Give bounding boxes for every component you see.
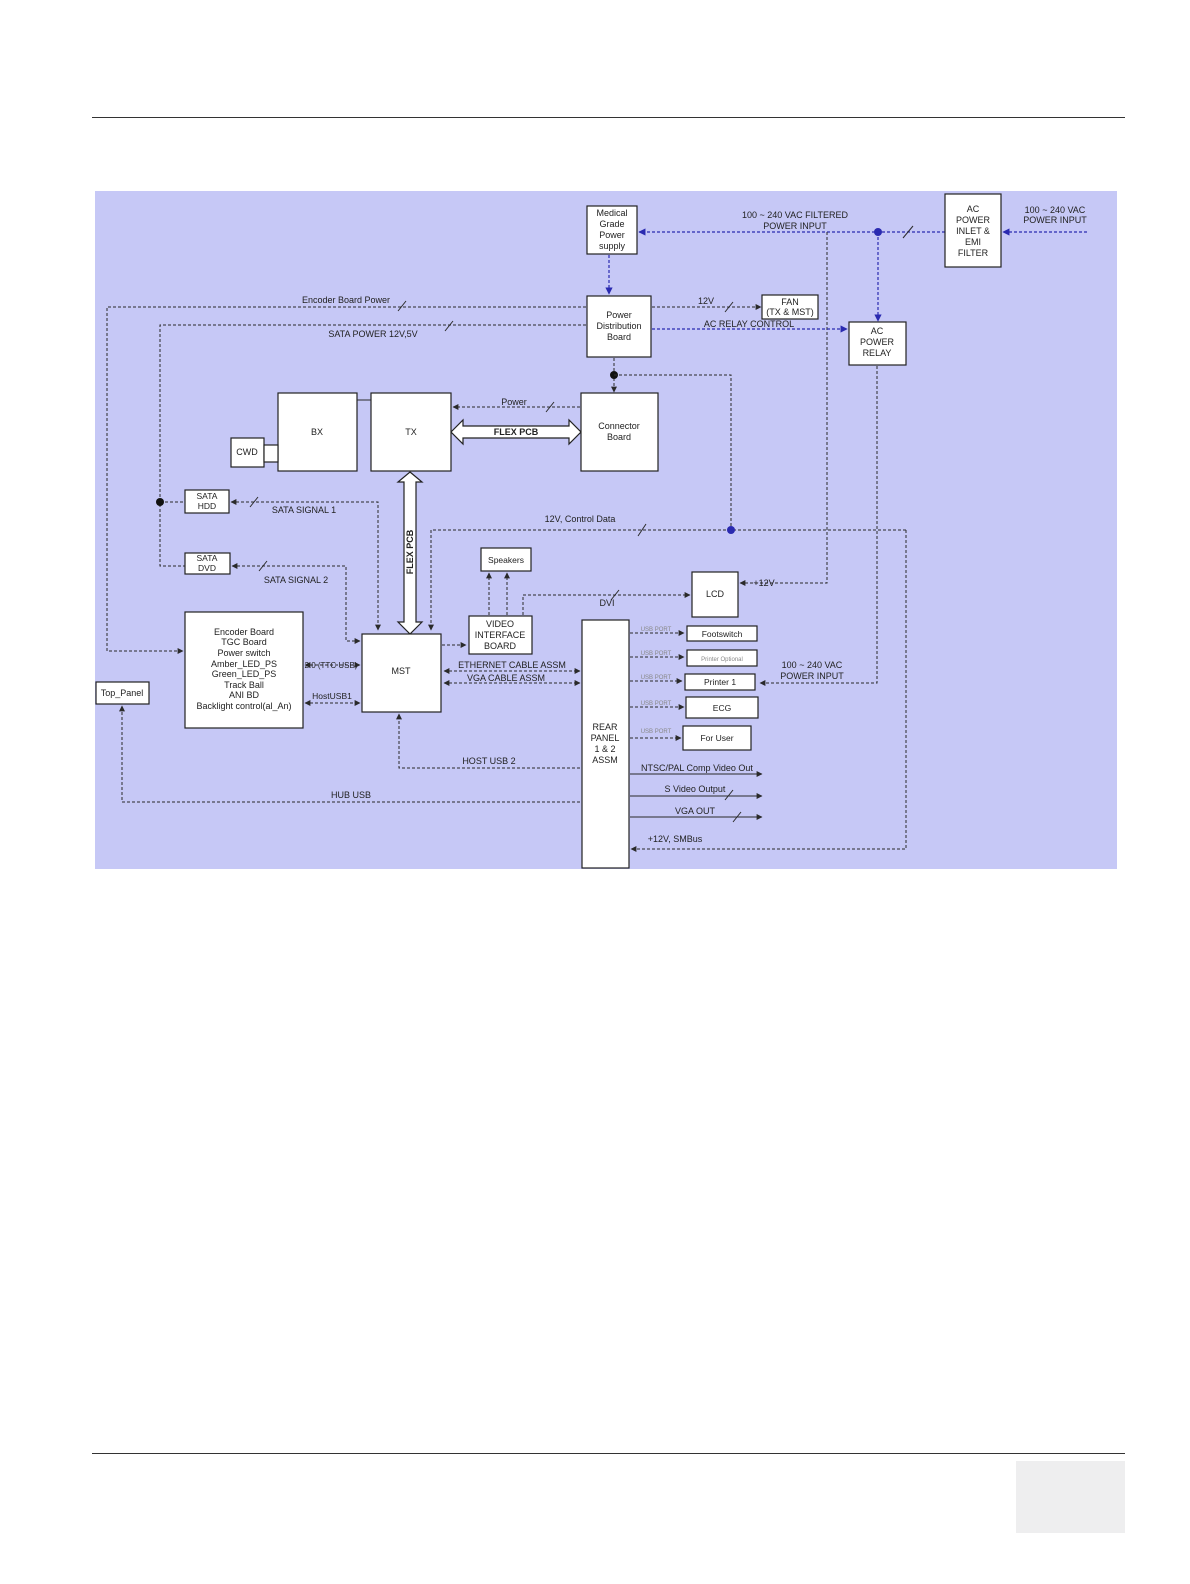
printer1-block: Printer 1 [684, 673, 756, 691]
svg-text:DVI: DVI [599, 598, 614, 608]
svg-text:Top_Panel: Top_Panel [101, 688, 144, 698]
tx-block: TX [370, 392, 452, 472]
svg-text:USB PORT: USB PORT [641, 675, 672, 681]
lcd-block: LCD [691, 571, 739, 618]
footswitch-block: Footswitch [686, 625, 758, 642]
svg-text:Speakers: Speakers [488, 555, 524, 565]
footer-rule [92, 1453, 1125, 1454]
svg-text:HOST USB 2: HOST USB 2 [462, 756, 515, 766]
svg-text:AC RELAY CONTROL: AC RELAY CONTROL [704, 319, 794, 329]
svg-text:VGA OUT: VGA OUT [675, 806, 716, 816]
speakers-block: Speakers [480, 547, 532, 572]
svg-text:Printer 1: Printer 1 [704, 677, 736, 687]
svg-text:S Video Output: S Video Output [665, 784, 726, 794]
svg-text:For User: For User [700, 733, 733, 743]
svg-text:ECG: ECG [713, 703, 731, 713]
svg-text:MST: MST [392, 666, 412, 676]
svg-text:Footswitch: Footswitch [702, 629, 743, 639]
svg-text:Power: Power [501, 397, 527, 407]
svg-text:NTSC/PAL Comp Video Out: NTSC/PAL Comp Video Out [641, 763, 753, 773]
svg-text:FLEX PCB: FLEX PCB [494, 427, 539, 437]
for-user-block: For User [682, 725, 752, 751]
svg-text:USB PORT: USB PORT [641, 651, 672, 657]
svg-text:USB PORT: USB PORT [641, 627, 672, 633]
svg-text:FAN(TX & MST): FAN(TX & MST) [766, 297, 814, 317]
svg-text:+12V, SMBus: +12V, SMBus [648, 834, 703, 844]
svg-text:12V: 12V [698, 296, 714, 306]
printer-optional-block: Printer Optional [686, 649, 758, 667]
page-number-tab [1016, 1461, 1125, 1533]
svg-text:LCD: LCD [706, 589, 725, 599]
svg-text:CWD: CWD [236, 447, 258, 457]
ecg-block: ECG [685, 696, 759, 719]
mst-block: MST [361, 633, 442, 713]
svg-text:FLEX PCB: FLEX PCB [405, 529, 415, 574]
svg-text:12V, Control Data: 12V, Control Data [545, 514, 616, 524]
svg-text:USB PORT: USB PORT [641, 729, 672, 735]
cwd-block: CWD [230, 437, 279, 468]
svg-text:+12V: +12V [753, 578, 774, 588]
svg-text:SATA SIGNAL 1: SATA SIGNAL 1 [272, 505, 336, 515]
svg-text:BX: BX [311, 427, 323, 437]
top-panel-block: Top_Panel [95, 681, 150, 705]
svg-text:SATA POWER 12V,5V: SATA POWER 12V,5V [328, 329, 417, 339]
svg-text:HostUSB1: HostUSB1 [312, 691, 352, 701]
svg-text:TX: TX [405, 427, 417, 437]
svg-text:SATA SIGNAL 2: SATA SIGNAL 2 [264, 575, 328, 585]
bx-block: BX [277, 392, 358, 472]
svg-text:Printer Optional: Printer Optional [701, 657, 743, 663]
svg-text:ETHERNET CABLE ASSM: ETHERNET CABLE ASSM [458, 660, 566, 670]
svg-text:Encoder Board Power: Encoder Board Power [302, 295, 390, 305]
connection-lines [106, 225, 1087, 852]
header-rule [92, 117, 1125, 118]
fan-block: FAN(TX & MST) [761, 294, 819, 320]
svg-text:HUB USB: HUB USB [331, 790, 371, 800]
svg-text:2.0 (TTC USB): 2.0 (TTC USB) [305, 661, 358, 670]
svg-text:VGA CABLE ASSM: VGA CABLE ASSM [467, 673, 545, 683]
svg-text:USB PORT: USB PORT [641, 701, 672, 707]
